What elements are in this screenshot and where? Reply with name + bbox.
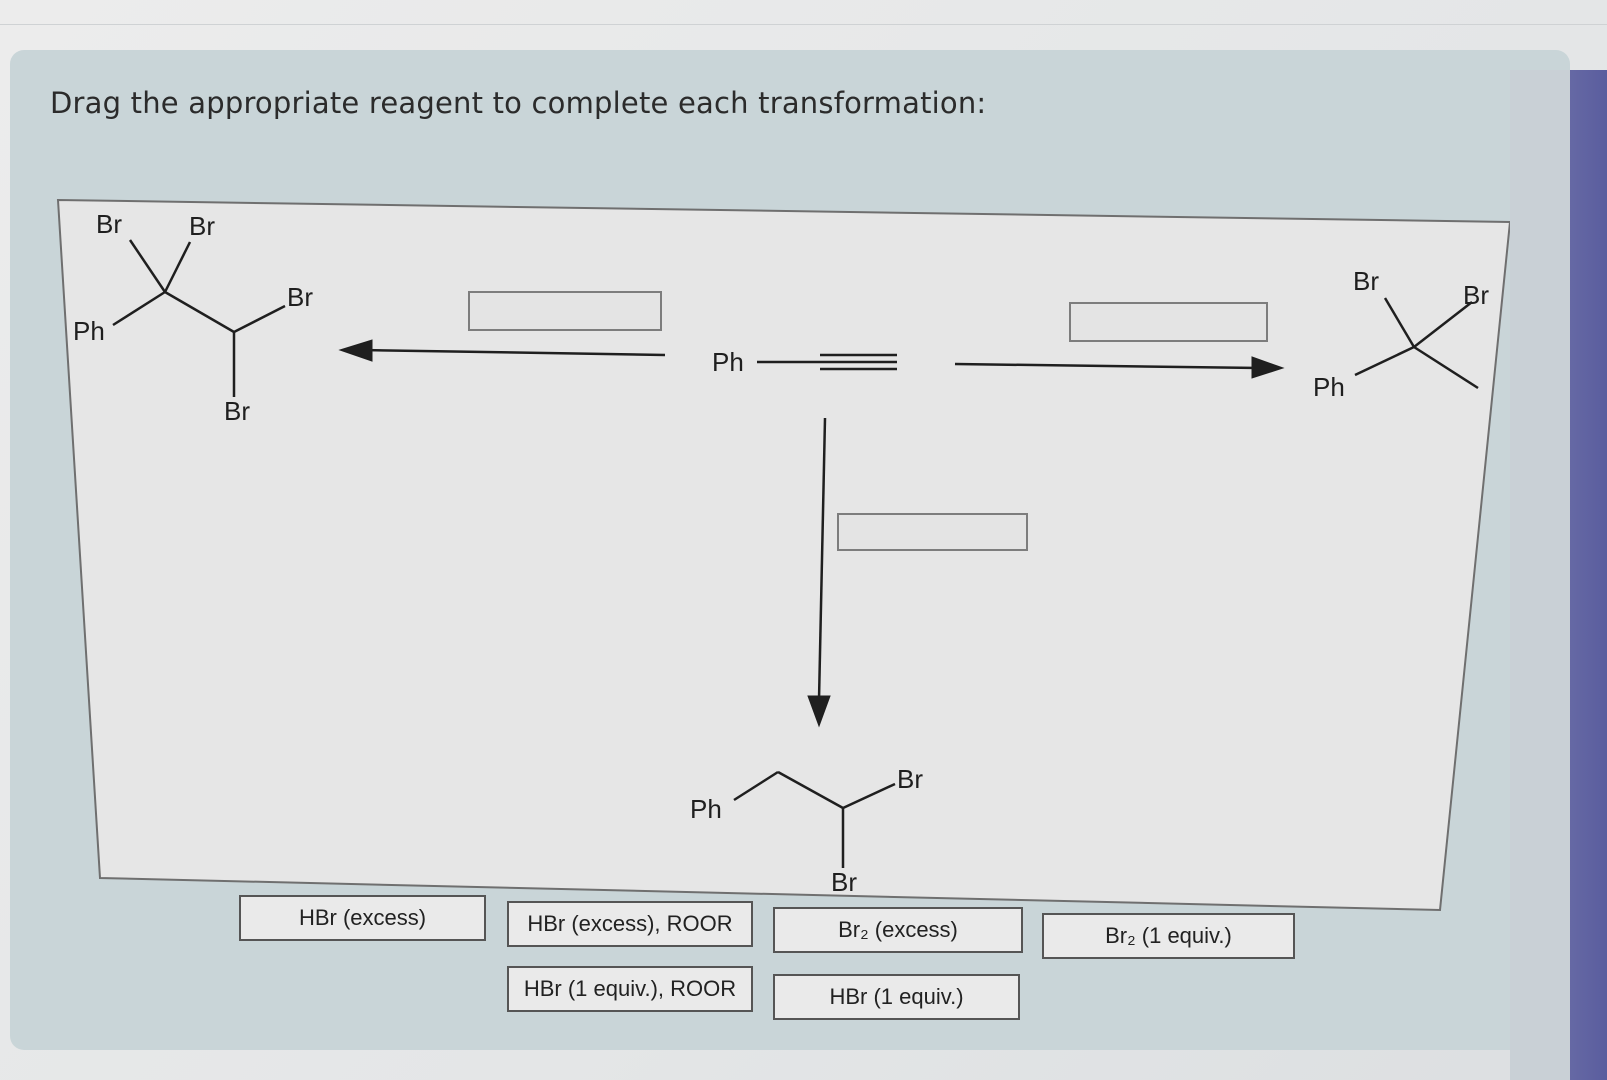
card-edge (1510, 70, 1570, 1080)
right-ph-label: Ph (1313, 372, 1345, 402)
left-br-label-2: Br (189, 211, 215, 241)
reagent-br2-1equiv[interactable]: Br₂ (1 equiv.) (1042, 913, 1295, 959)
left-br-label-4: Br (224, 396, 250, 426)
left-ph-label: Ph (73, 316, 105, 346)
bottom-product-bonds (733, 770, 896, 868)
right-arrow (954, 356, 1285, 379)
left-br-label-1: Br (96, 209, 122, 239)
reaction-panel (56, 198, 1512, 912)
reagent-hbr-1equiv-roor[interactable]: HBr (1 equiv.), ROOR (507, 966, 753, 1012)
reagent-hbr-excess[interactable]: HBr (excess) (239, 895, 486, 941)
right-br-label-2: Br (1463, 280, 1489, 310)
question-prompt: Drag the appropriate reagent to complete… (50, 86, 987, 120)
drop-zone-right-arrow[interactable] (1069, 302, 1268, 342)
drop-zone-down-arrow[interactable] (837, 513, 1028, 551)
reagent-br2-excess[interactable]: Br₂ (excess) (773, 907, 1023, 953)
bottom-br-label-2: Br (831, 867, 857, 897)
top-divider (0, 0, 1607, 25)
alkyne-bonds (757, 353, 897, 371)
right-br-label-1: Br (1353, 266, 1379, 296)
left-product-bonds (112, 239, 286, 397)
reagent-hbr-1equiv[interactable]: HBr (1 equiv.) (773, 974, 1020, 1020)
left-arrow (338, 339, 666, 362)
right-product-bonds (1354, 297, 1479, 390)
bottom-ph-label: Ph (690, 794, 722, 824)
start-ph-label: Ph (712, 347, 744, 377)
reagent-hbr-excess-roor[interactable]: HBr (excess), ROOR (507, 901, 753, 947)
left-br-label-3: Br (287, 282, 313, 312)
bottom-br-label-1: Br (897, 764, 923, 794)
drop-zone-left-arrow[interactable] (468, 291, 662, 331)
down-arrow (807, 417, 831, 728)
